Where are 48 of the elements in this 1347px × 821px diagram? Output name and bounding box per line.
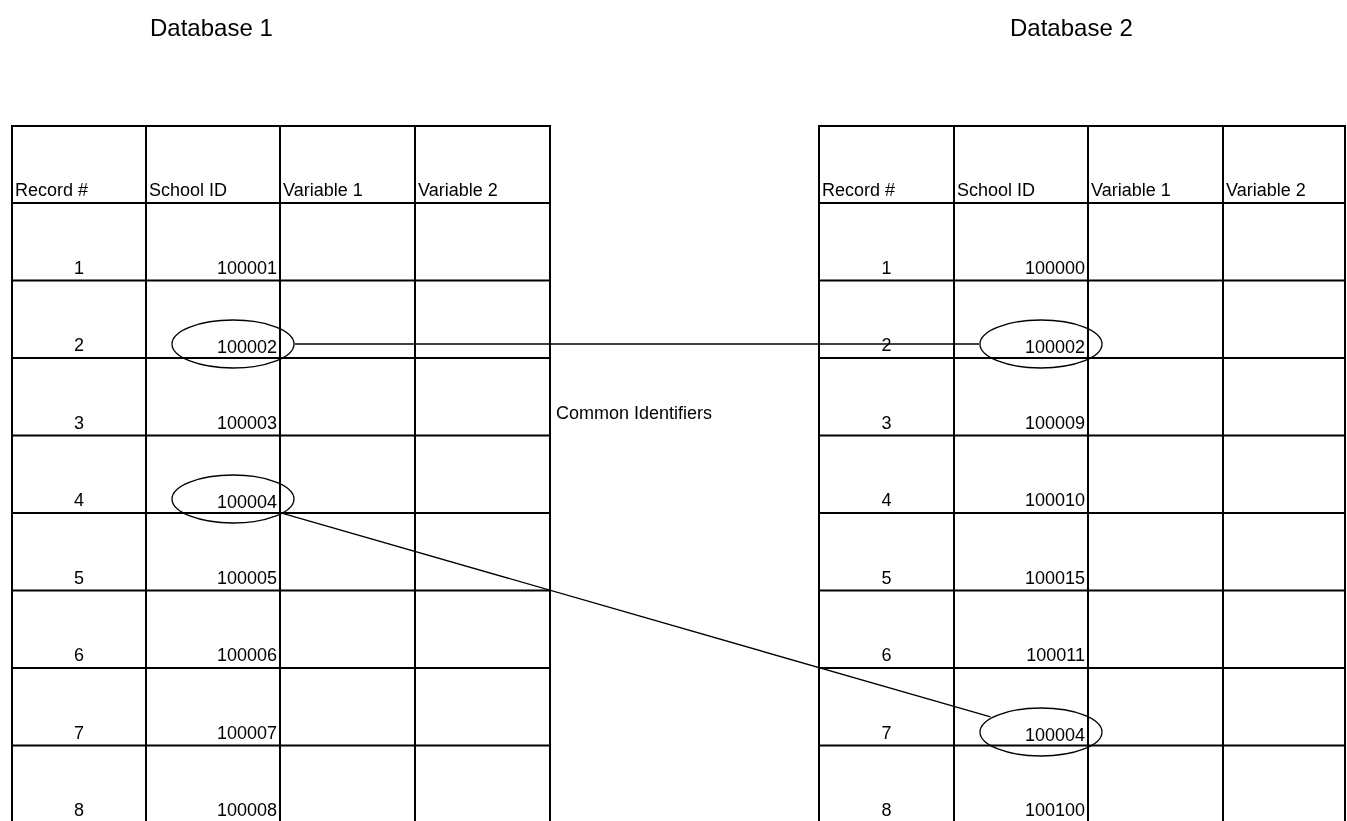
school-id: 100011	[1026, 645, 1085, 665]
school-id: 100015	[1024, 567, 1085, 588]
column-header: School ID	[149, 180, 228, 200]
school-id: 100009	[1024, 412, 1085, 433]
school-id: 100000	[1024, 257, 1085, 278]
record-number: 4	[74, 490, 84, 510]
record-number: 4	[881, 490, 892, 510]
id-ellipse	[171, 474, 295, 524]
school-id: 100003	[216, 412, 277, 433]
record-number: 5	[881, 567, 892, 588]
record-number: 6	[881, 645, 892, 665]
school-id: 100001	[216, 257, 277, 278]
id-ellipse	[979, 706, 1103, 757]
column-header: Variable 1	[1091, 180, 1171, 200]
record-number: 8	[74, 800, 84, 820]
school-id: 100002	[1024, 338, 1085, 356]
table-title: Database 2	[1010, 16, 1133, 40]
column-header: Variable 2	[1226, 180, 1306, 200]
connector-line	[294, 343, 980, 345]
school-id: 100004	[216, 493, 277, 511]
record-number: 2	[74, 335, 84, 355]
school-id: 100004	[1024, 725, 1085, 744]
school-id: 100010	[1024, 490, 1085, 510]
record-number: 6	[74, 645, 84, 665]
record-number: 5	[74, 567, 84, 588]
column-header: Variable 1	[283, 180, 363, 200]
id-ellipse	[171, 319, 295, 369]
column-header: Record #	[822, 180, 896, 200]
school-id: 100008	[216, 800, 277, 820]
record-number: 1	[881, 257, 892, 278]
school-id: 100005	[216, 567, 277, 588]
record-number: 3	[881, 412, 892, 433]
school-id: 100006	[216, 645, 277, 665]
id-ellipse	[979, 319, 1103, 369]
column-header: School ID	[957, 180, 1036, 200]
record-number: 3	[74, 412, 84, 433]
school-id: 100002	[216, 338, 277, 356]
table-title: Database 1	[150, 16, 273, 40]
school-id: 100007	[216, 722, 277, 743]
record-number: 8	[881, 800, 892, 820]
record-number: 7	[881, 722, 892, 743]
record-number: 1	[74, 257, 84, 278]
record-number: 7	[74, 722, 84, 743]
column-header: Record #	[15, 180, 89, 200]
column-header: Variable 2	[418, 180, 498, 200]
annotation-text: Common Identifiers	[556, 404, 713, 422]
connector-line	[282, 512, 992, 718]
school-id: 100100	[1024, 800, 1085, 820]
